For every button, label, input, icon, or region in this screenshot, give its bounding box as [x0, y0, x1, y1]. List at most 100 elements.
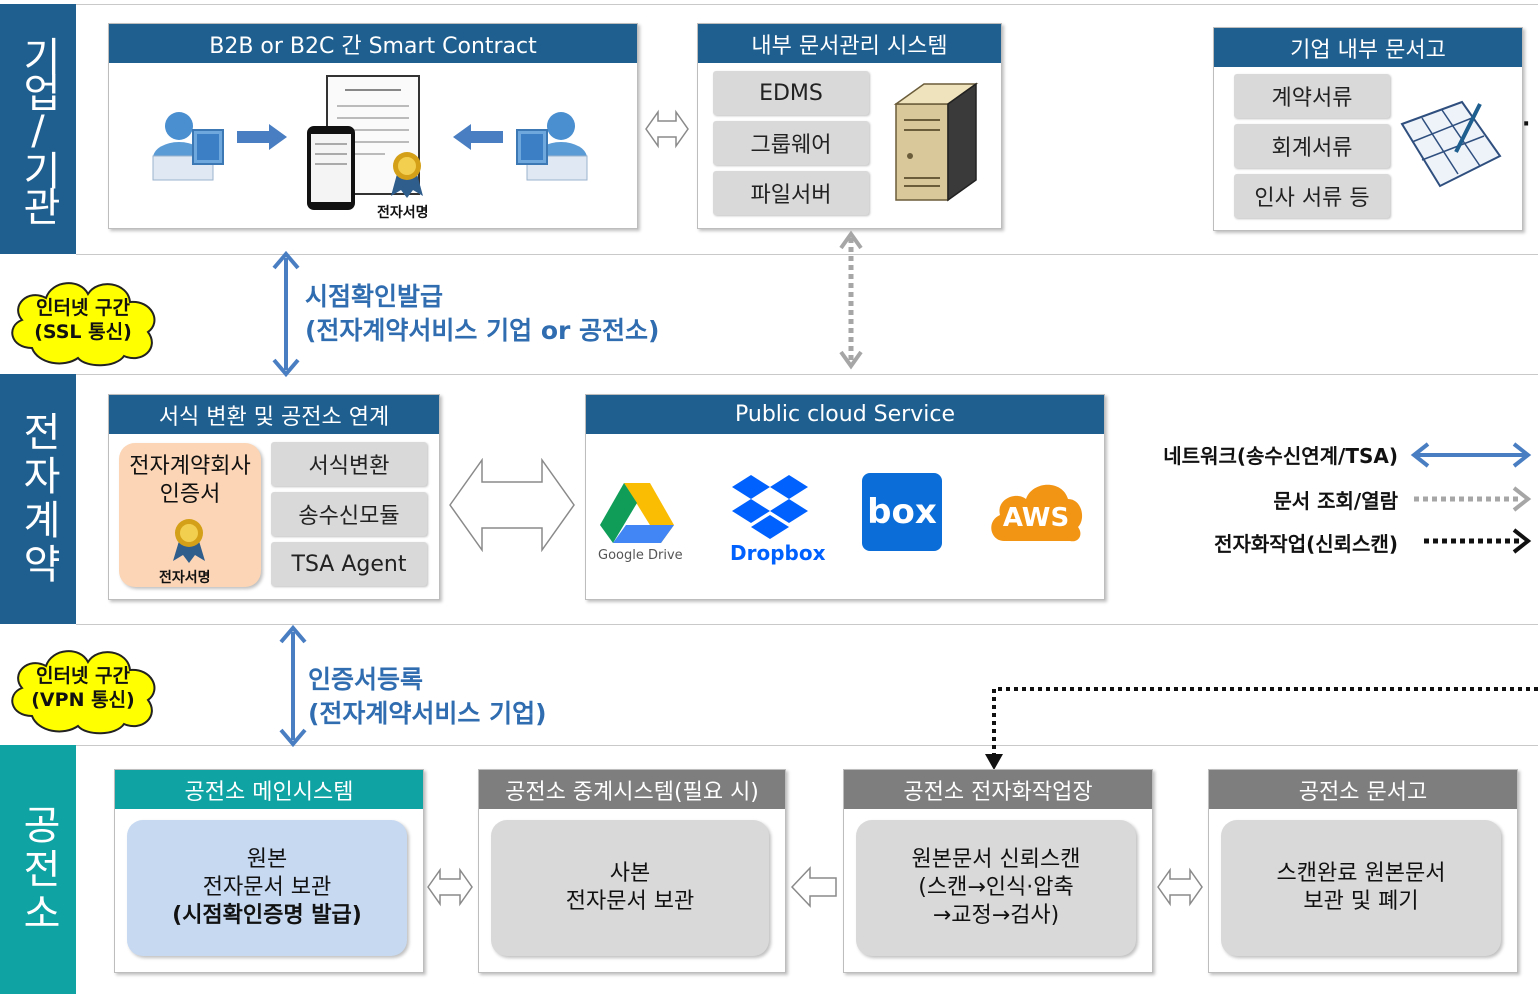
cloud-shape-icon [11, 282, 156, 367]
notary-digitize-site-panel: 공전소 전자화작업장 원본문서 신뢰스캔 (스캔→인식·압축 →교정→검사) [843, 769, 1153, 973]
fileserver-item: 파일서버 [713, 171, 869, 215]
dropbox-icon [732, 475, 808, 539]
box-line: (스캔→인식·압축 [918, 875, 1074, 900]
cloud-line: (VPN 통신) [31, 689, 135, 711]
google-drive-icon [600, 483, 674, 543]
box-line: 전자문서 보관 [565, 889, 695, 914]
signature-caption: 전자서명 [159, 570, 211, 586]
band-divider [76, 624, 1538, 625]
panel-title: 공전소 문서고 [1209, 770, 1517, 809]
edms-item: EDMS [713, 71, 869, 115]
panel-title: 기업 내부 문서고 [1214, 28, 1522, 67]
arrow-label-line: 시점확인발급 [305, 282, 444, 311]
dropbox-label: Dropbox [730, 541, 826, 565]
box-line: 보관 및 폐기 [1303, 889, 1419, 914]
cloud-shape-icon [11, 650, 156, 735]
panel-title: B2B or B2C 간 Smart Contract [109, 24, 637, 63]
scanned-archive-box: 스캔완료 원본문서 보관 및 폐기 [1221, 820, 1501, 956]
arrow-left-outline-icon [790, 866, 837, 908]
double-arrow-icon [1157, 867, 1203, 907]
certificate-ribbon-icon [391, 152, 423, 198]
groupware-item: 그룹웨어 [713, 121, 869, 165]
arrow-label-line: 인증서등록 [308, 665, 424, 694]
cloud-line: (SSL 통신) [34, 321, 132, 343]
company-certificate-box: 전자계약회사 인증서 [119, 443, 261, 587]
arrow-label-line: (전자계약서비스 기업 or 공전소) [305, 316, 660, 345]
contract-docs-item: 계약서류 [1234, 74, 1390, 118]
notary-archive-panel: 공전소 문서고 스캔완료 원본문서 보관 및 폐기 [1208, 769, 1518, 973]
document-sign-icon [1400, 100, 1502, 188]
copy-storage-box: 사본 전자문서 보관 [491, 820, 769, 956]
panel-title: Public cloud Service [586, 395, 1104, 434]
panel-title: 내부 문서관리 시스템 [698, 24, 1001, 63]
box-logo: box [862, 473, 942, 551]
legend-view-label: 문서 조회/열람 [1273, 489, 1398, 513]
legend-digitize-label: 전자화작업(신뢰스캔) [1214, 532, 1398, 556]
band-divider [76, 745, 1538, 746]
arrow-right-icon [237, 124, 287, 150]
internal-docs-panel: 내부 문서관리 시스템 EDMS 그룹웨어 파일서버 [697, 23, 1002, 229]
panel-title: 공전소 중계시스템(필요 시) [479, 770, 785, 809]
band-divider [76, 4, 1538, 5]
legend-network-arrow-icon [1410, 442, 1532, 468]
ellipsis-indicator: · [1522, 112, 1531, 137]
tsa-agent-item: TSA Agent [271, 542, 427, 586]
cloud-text: 인터넷 구간 (VPN 통신) [2, 638, 164, 738]
legend-digitize-arrow-icon [1424, 528, 1532, 554]
panel-title: 공전소 전자화작업장 [844, 770, 1152, 809]
contract-document-phone-icon [307, 75, 420, 210]
transmission-module-item: 송수신모듈 [271, 492, 427, 536]
box-line: 원본문서 신뢰스캔 [911, 847, 1081, 872]
enterprise-archive-panel: 기업 내부 문서고 계약서류 회계서류 인사 서류 등 [1213, 27, 1523, 231]
aws-cloud-icon [991, 484, 1083, 542]
cert-line: 전자계약회사 [129, 454, 251, 479]
section-label-text: 기업/기관 [15, 36, 61, 222]
box-line: 원본 [246, 847, 288, 872]
box-line: (시점확인증명 발급) [172, 903, 362, 928]
aws-label: AWS [1002, 503, 1070, 533]
digitize-path-arrow-icon [985, 687, 1538, 770]
cloud-line: 인터넷 구간 [35, 665, 130, 687]
double-arrow-icon [427, 867, 473, 907]
cert-line: 인증서 [159, 482, 221, 507]
section-label-text: 전자계약 [15, 411, 61, 587]
smart-contract-panel: B2B or B2C 간 Smart Contract [108, 23, 638, 229]
box-line: 전자문서 보관 [202, 875, 332, 900]
box-line: →교정→검사) [932, 903, 1060, 928]
legend-network-label: 네트워크(송수신연계/TSA) [1163, 444, 1398, 468]
panel-title: 서식 변환 및 공전소 연계 [109, 395, 439, 434]
cert-register-text: 인증서등록 (전자계약서비스 기업) [308, 663, 547, 731]
format-conversion-item: 서식변환 [271, 442, 427, 486]
legend-view-arrow-icon [1414, 486, 1532, 512]
double-arrow-icon [449, 458, 575, 552]
band-divider [76, 374, 1538, 375]
panel-title: 공전소 메인시스템 [115, 770, 423, 809]
box-line: 사본 [609, 861, 651, 886]
accounting-docs-item: 회계서류 [1234, 124, 1390, 168]
public-cloud-panel: Public cloud Service Google Drive Dropbo… [585, 394, 1105, 600]
cloud-line: 인터넷 구간 [35, 297, 130, 319]
trusted-scan-box: 원본문서 신뢰스캔 (스캔→인식·압축 →교정→검사) [856, 820, 1136, 956]
signature-caption: 전자서명 [377, 205, 429, 221]
notary-main-system-panel: 공전소 메인시스템 원본 전자문서 보관 (시점확인증명 발급) [114, 769, 424, 973]
section-label-notary: 공전소 [0, 745, 76, 994]
network-zone-cloud-vpn: 인터넷 구간 (VPN 통신) [2, 638, 164, 738]
cloud-text: 인터넷 구간 (SSL 통신) [2, 270, 164, 370]
network-zone-cloud-ssl: 인터넷 구간 (SSL 통신) [2, 270, 164, 370]
google-drive-label: Google Drive [598, 548, 683, 563]
section-label-contract: 전자계약 [0, 374, 76, 624]
double-arrow-icon [645, 109, 689, 149]
band-divider [76, 254, 1538, 255]
user-at-desk-icon [516, 112, 588, 181]
arrow-left-icon [453, 124, 503, 150]
server-icon [893, 82, 979, 202]
notary-relay-system-panel: 공전소 중계시스템(필요 시) 사본 전자문서 보관 [478, 769, 786, 973]
user-at-desk-icon [152, 112, 224, 181]
hr-docs-item: 인사 서류 등 [1234, 174, 1390, 218]
certificate-ribbon-icon [173, 519, 205, 563]
original-storage-box: 원본 전자문서 보관 (시점확인증명 발급) [127, 820, 407, 956]
conversion-panel: 서식 변환 및 공전소 연계 전자계약회사 인증서 전자서명 서식변환 송수신모… [108, 394, 440, 600]
arrow-label-line: (전자계약서비스 기업) [308, 699, 547, 728]
bidirectional-arrow-icon [272, 250, 300, 378]
